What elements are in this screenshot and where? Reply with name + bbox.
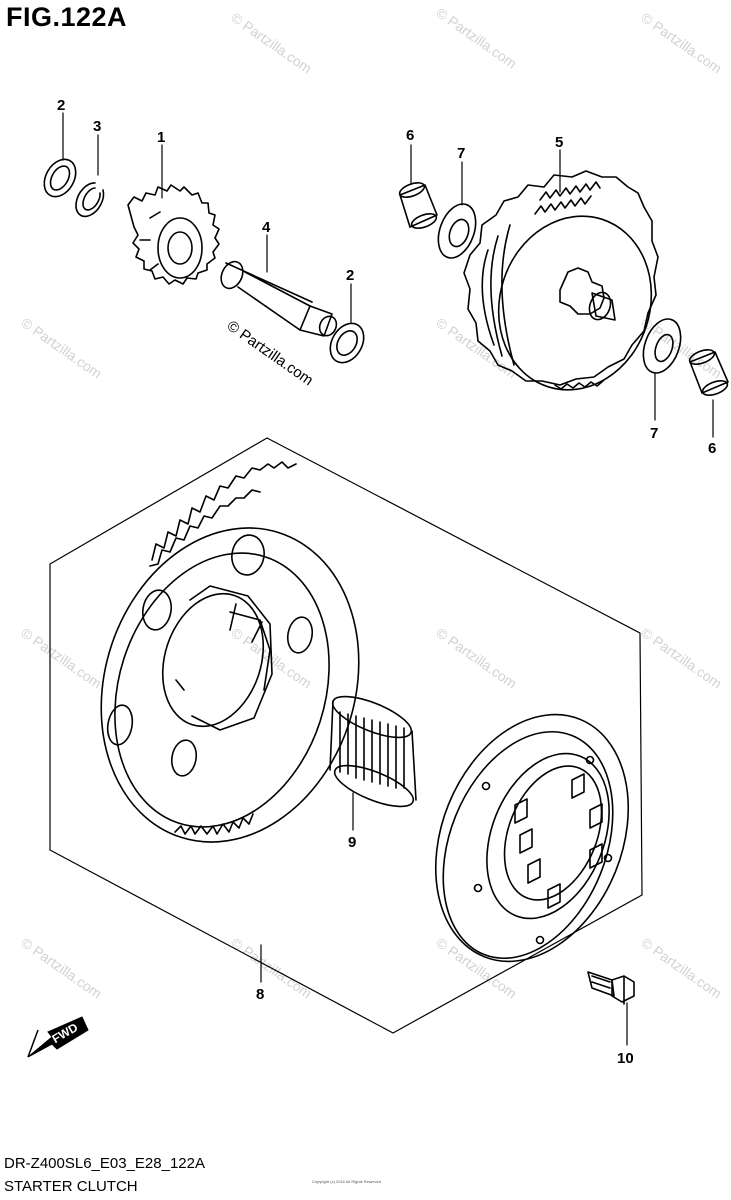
watermark-text: © Partzilla.com [18, 624, 104, 691]
figure-title: FIG.122A [6, 2, 128, 32]
part-9-needle-bearing [329, 695, 417, 808]
part-8-assembly-outline [49, 437, 643, 1034]
part-6-bushing-lower [688, 349, 729, 396]
callout-6: 6 [406, 127, 414, 144]
callout-7: 7 [457, 145, 465, 162]
watermark-text: © Partzilla.com [433, 4, 519, 71]
fine-print: Copyright (c) 2016 All Rights Reserved [312, 1179, 381, 1184]
watermark-text: © Partzilla.com [638, 624, 724, 691]
watermark-text: © Partzilla.com [638, 9, 724, 76]
watermark-text: © Partzilla.com [433, 934, 519, 1001]
watermark-layer: © Partzilla.com © Partzilla.com © Partzi… [18, 4, 724, 1184]
starter-driven-gear [100, 461, 360, 843]
callout-labels: 2 3 1 4 2 6 7 5 7 6 9 8 10 [57, 97, 716, 1067]
part-7-washer-upper [437, 203, 477, 259]
callout-3: 3 [93, 118, 101, 135]
callout-10: 10 [617, 1050, 634, 1067]
callout-5: 5 [555, 134, 563, 151]
watermark-text: © Partzilla.com [433, 624, 519, 691]
fwd-arrow-icon: FWD [27, 1016, 89, 1058]
diagram-name: STARTER CLUTCH [4, 1178, 138, 1195]
part-10-bolt [587, 971, 635, 1005]
leader-lines [62, 112, 714, 1046]
watermark-text: © Partzilla.com [228, 9, 314, 76]
part-7-washer-lower [642, 318, 682, 374]
callout-2: 2 [346, 267, 354, 284]
callout-1: 1 [157, 129, 165, 146]
part-6-bushing-upper [398, 182, 438, 229]
callout-2: 2 [57, 97, 65, 114]
part-5-reduction-gear [463, 170, 659, 391]
callout-6: 6 [708, 440, 716, 457]
callout-7: 7 [650, 425, 658, 442]
watermark-text: © Partzilla.com [638, 934, 724, 1001]
part-4-shaft [220, 260, 338, 337]
one-way-clutch [434, 713, 630, 963]
part-1-idle-gear [127, 184, 220, 285]
callout-9: 9 [348, 834, 356, 851]
callout-8: 8 [256, 986, 264, 1003]
callout-4: 4 [262, 219, 271, 236]
part-2-washer-left [43, 158, 77, 198]
watermark-text: © Partzilla.com [18, 934, 104, 1001]
diagram-code: DR-Z400SL6_E03_E28_122A [4, 1155, 205, 1172]
watermark-text-dark: © Partzilla.com [224, 317, 317, 389]
part-2-washer-right [329, 322, 365, 364]
watermark-text: © Partzilla.com [18, 314, 104, 381]
part-3-circlip [75, 182, 105, 218]
